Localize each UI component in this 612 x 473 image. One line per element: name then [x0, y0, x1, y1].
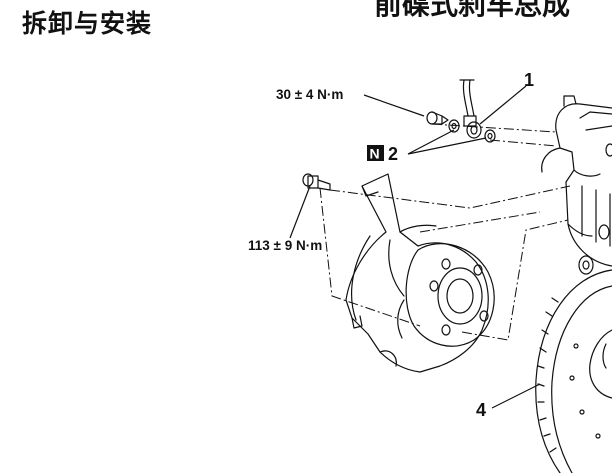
wheel-hub [397, 243, 495, 347]
part-number-1: 1 [524, 70, 534, 90]
caliper-mounting-bolt [302, 173, 331, 191]
gasket-new-part-badge [367, 145, 384, 161]
torque-label-upper: 30 ± 4 N·m [276, 87, 343, 102]
section-heading: 拆卸与安装 [22, 9, 153, 38]
badge-letter: N [370, 146, 380, 162]
brake-disc [535, 269, 612, 473]
leader-lines [289, 85, 541, 409]
brake-caliper [541, 95, 612, 275]
part-number-2: 2 [388, 144, 398, 164]
torque-label-lower: 113 ± 9 N·m [248, 238, 322, 253]
part-number-4: 4 [476, 400, 486, 420]
brake-hose [459, 79, 482, 139]
page-title-partial: 前碟式刹车总成 [374, 0, 571, 21]
union-bolt [426, 111, 449, 125]
gaskets [448, 119, 496, 143]
dust-shield [345, 173, 489, 373]
assembly-centerlines [319, 123, 571, 341]
